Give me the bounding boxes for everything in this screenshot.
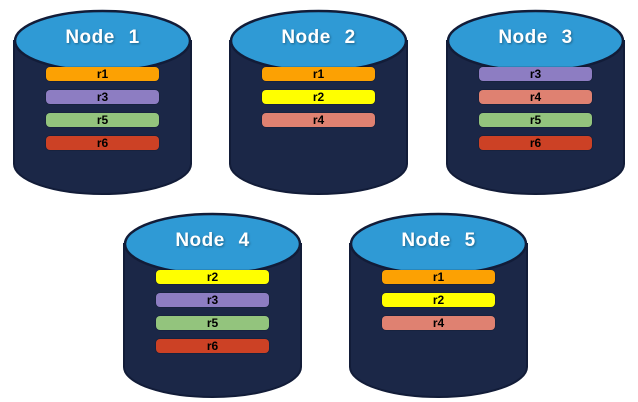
node-title: Node 4 [175,230,250,251]
replica-bar-r5: r5 [479,113,592,127]
replica-list: r3 r4 r5 r6 [445,67,626,150]
replica-bar-r2: r2 [382,293,495,307]
replica-bar-r4: r4 [382,316,495,330]
replica-bar-r5: r5 [156,316,269,330]
replica-bar-r3: r3 [46,90,159,104]
node-title: Node 2 [281,27,356,48]
replica-list: r1 r2 r4 [228,67,409,127]
replica-bar-r6: r6 [479,136,592,150]
node-title: Node 1 [65,27,140,48]
database-node-4: Node 4 r2 r3 r5 r6 [122,211,303,399]
replica-bar-r6: r6 [46,136,159,150]
replica-bar-r3: r3 [156,293,269,307]
database-node-2: Node 2 r1 r2 r4 [228,8,409,196]
replica-bar-r1: r1 [382,270,495,284]
replica-bar-r5: r5 [46,113,159,127]
node-title: Node 3 [498,27,573,48]
replica-list: r1 r3 r5 r6 [12,67,193,150]
replica-bar-r1: r1 [46,67,159,81]
replica-bar-r4: r4 [262,113,375,127]
replica-bar-r2: r2 [156,270,269,284]
database-node-1: Node 1 r1 r3 r5 r6 [12,8,193,196]
database-node-3: Node 3 r3 r4 r5 r6 [445,8,626,196]
replica-list: r1 r2 r4 [348,270,529,330]
replica-bar-r4: r4 [479,90,592,104]
replica-bar-r3: r3 [479,67,592,81]
replica-bar-r6: r6 [156,339,269,353]
replica-bar-r2: r2 [262,90,375,104]
database-node-5: Node 5 r1 r2 r4 [348,211,529,399]
node-title: Node 5 [401,230,476,251]
replica-list: r2 r3 r5 r6 [122,270,303,353]
replica-bar-r1: r1 [262,67,375,81]
